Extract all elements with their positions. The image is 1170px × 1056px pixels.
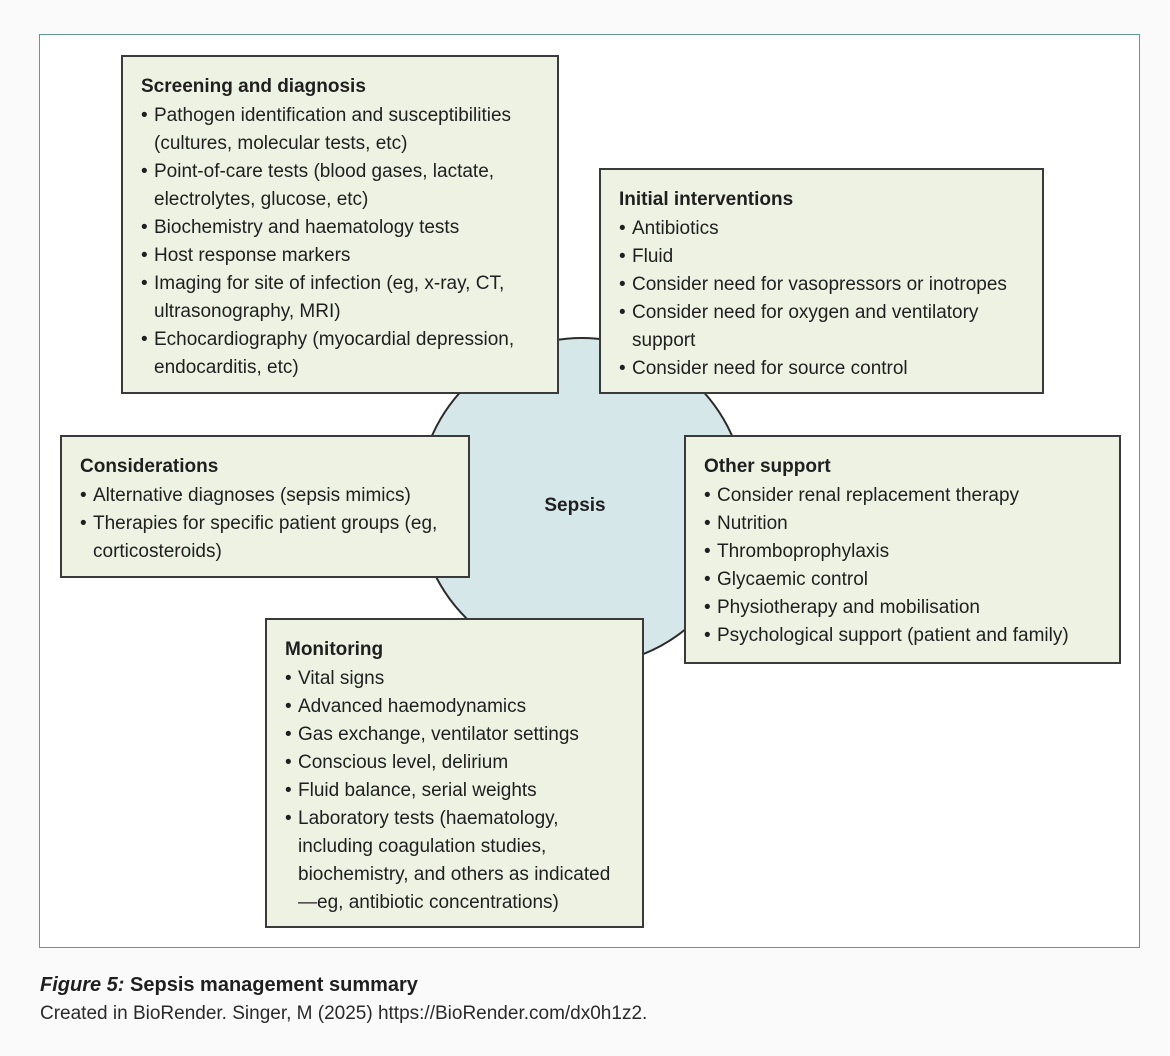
- list-item: Echocardiography (myocardial depression,…: [141, 326, 547, 382]
- other-support-box: Other support Consider renal replacement…: [684, 435, 1121, 664]
- center-label: Sepsis: [544, 495, 606, 516]
- item-list: Consider renal replacement therapy Nutri…: [704, 482, 1109, 650]
- monitoring-box: Monitoring Vital signs Advanced haemodyn…: [265, 618, 644, 928]
- figure-label: Figure 5:: [40, 974, 125, 996]
- item-list: Alternative diagnoses (sepsis mimics) Th…: [80, 482, 458, 566]
- initial-interventions-box: Initial interventions Antibiotics Fluid …: [599, 168, 1044, 394]
- item-list: Antibiotics Fluid Consider need for vaso…: [619, 215, 1032, 383]
- list-item: Consider renal replacement therapy: [704, 482, 1109, 510]
- caption-title-line: Figure 5: Sepsis management summary: [40, 972, 1130, 998]
- considerations-box: Considerations Alternative diagnoses (se…: [60, 435, 470, 578]
- list-item: Advanced haemodynamics: [285, 693, 632, 721]
- list-item: Psychological support (patient and famil…: [704, 622, 1109, 650]
- list-item: Point-of-care tests (blood gases, lactat…: [141, 158, 547, 214]
- box-title: Initial interventions: [619, 189, 794, 210]
- list-item: Host response markers: [141, 242, 547, 270]
- list-item: Pathogen identification and susceptibili…: [141, 102, 547, 158]
- figure-title: Sepsis management summary: [130, 974, 418, 996]
- list-item: Laboratory tests (haematology, including…: [285, 805, 632, 917]
- box-title: Screening and diagnosis: [141, 76, 366, 97]
- list-item: Nutrition: [704, 510, 1109, 538]
- item-list: Vital signs Advanced haemodynamics Gas e…: [285, 665, 632, 917]
- box-title: Other support: [704, 456, 831, 477]
- list-item: Therapies for specific patient groups (e…: [80, 510, 458, 566]
- list-item: Conscious level, delirium: [285, 749, 632, 777]
- list-item: Fluid balance, serial weights: [285, 777, 632, 805]
- list-item: Fluid: [619, 243, 1032, 271]
- list-item: Alternative diagnoses (sepsis mimics): [80, 482, 458, 510]
- list-item: Consider need for oxygen and ventilatory…: [619, 299, 1032, 355]
- screening-and-diagnosis-box: Screening and diagnosis Pathogen identif…: [121, 55, 559, 394]
- caption-credit: Created in BioRender. Singer, M (2025) h…: [40, 1003, 648, 1024]
- list-item: Physiotherapy and mobilisation: [704, 594, 1109, 622]
- box-title: Monitoring: [285, 639, 384, 660]
- list-item: Consider need for source control: [619, 355, 1032, 383]
- figure-caption: Figure 5: Sepsis management summary Crea…: [40, 972, 1130, 1028]
- list-item: Vital signs: [285, 665, 632, 693]
- list-item: Glycaemic control: [704, 566, 1109, 594]
- list-item: Biochemistry and haematology tests: [141, 214, 547, 242]
- box-title: Considerations: [80, 456, 219, 477]
- list-item: Consider need for vasopressors or inotro…: [619, 271, 1032, 299]
- list-item: Gas exchange, ventilator settings: [285, 721, 632, 749]
- list-item: Thromboprophylaxis: [704, 538, 1109, 566]
- list-item: Imaging for site of infection (eg, x-ray…: [141, 270, 547, 326]
- item-list: Pathogen identification and susceptibili…: [141, 102, 547, 382]
- list-item: Antibiotics: [619, 215, 1032, 243]
